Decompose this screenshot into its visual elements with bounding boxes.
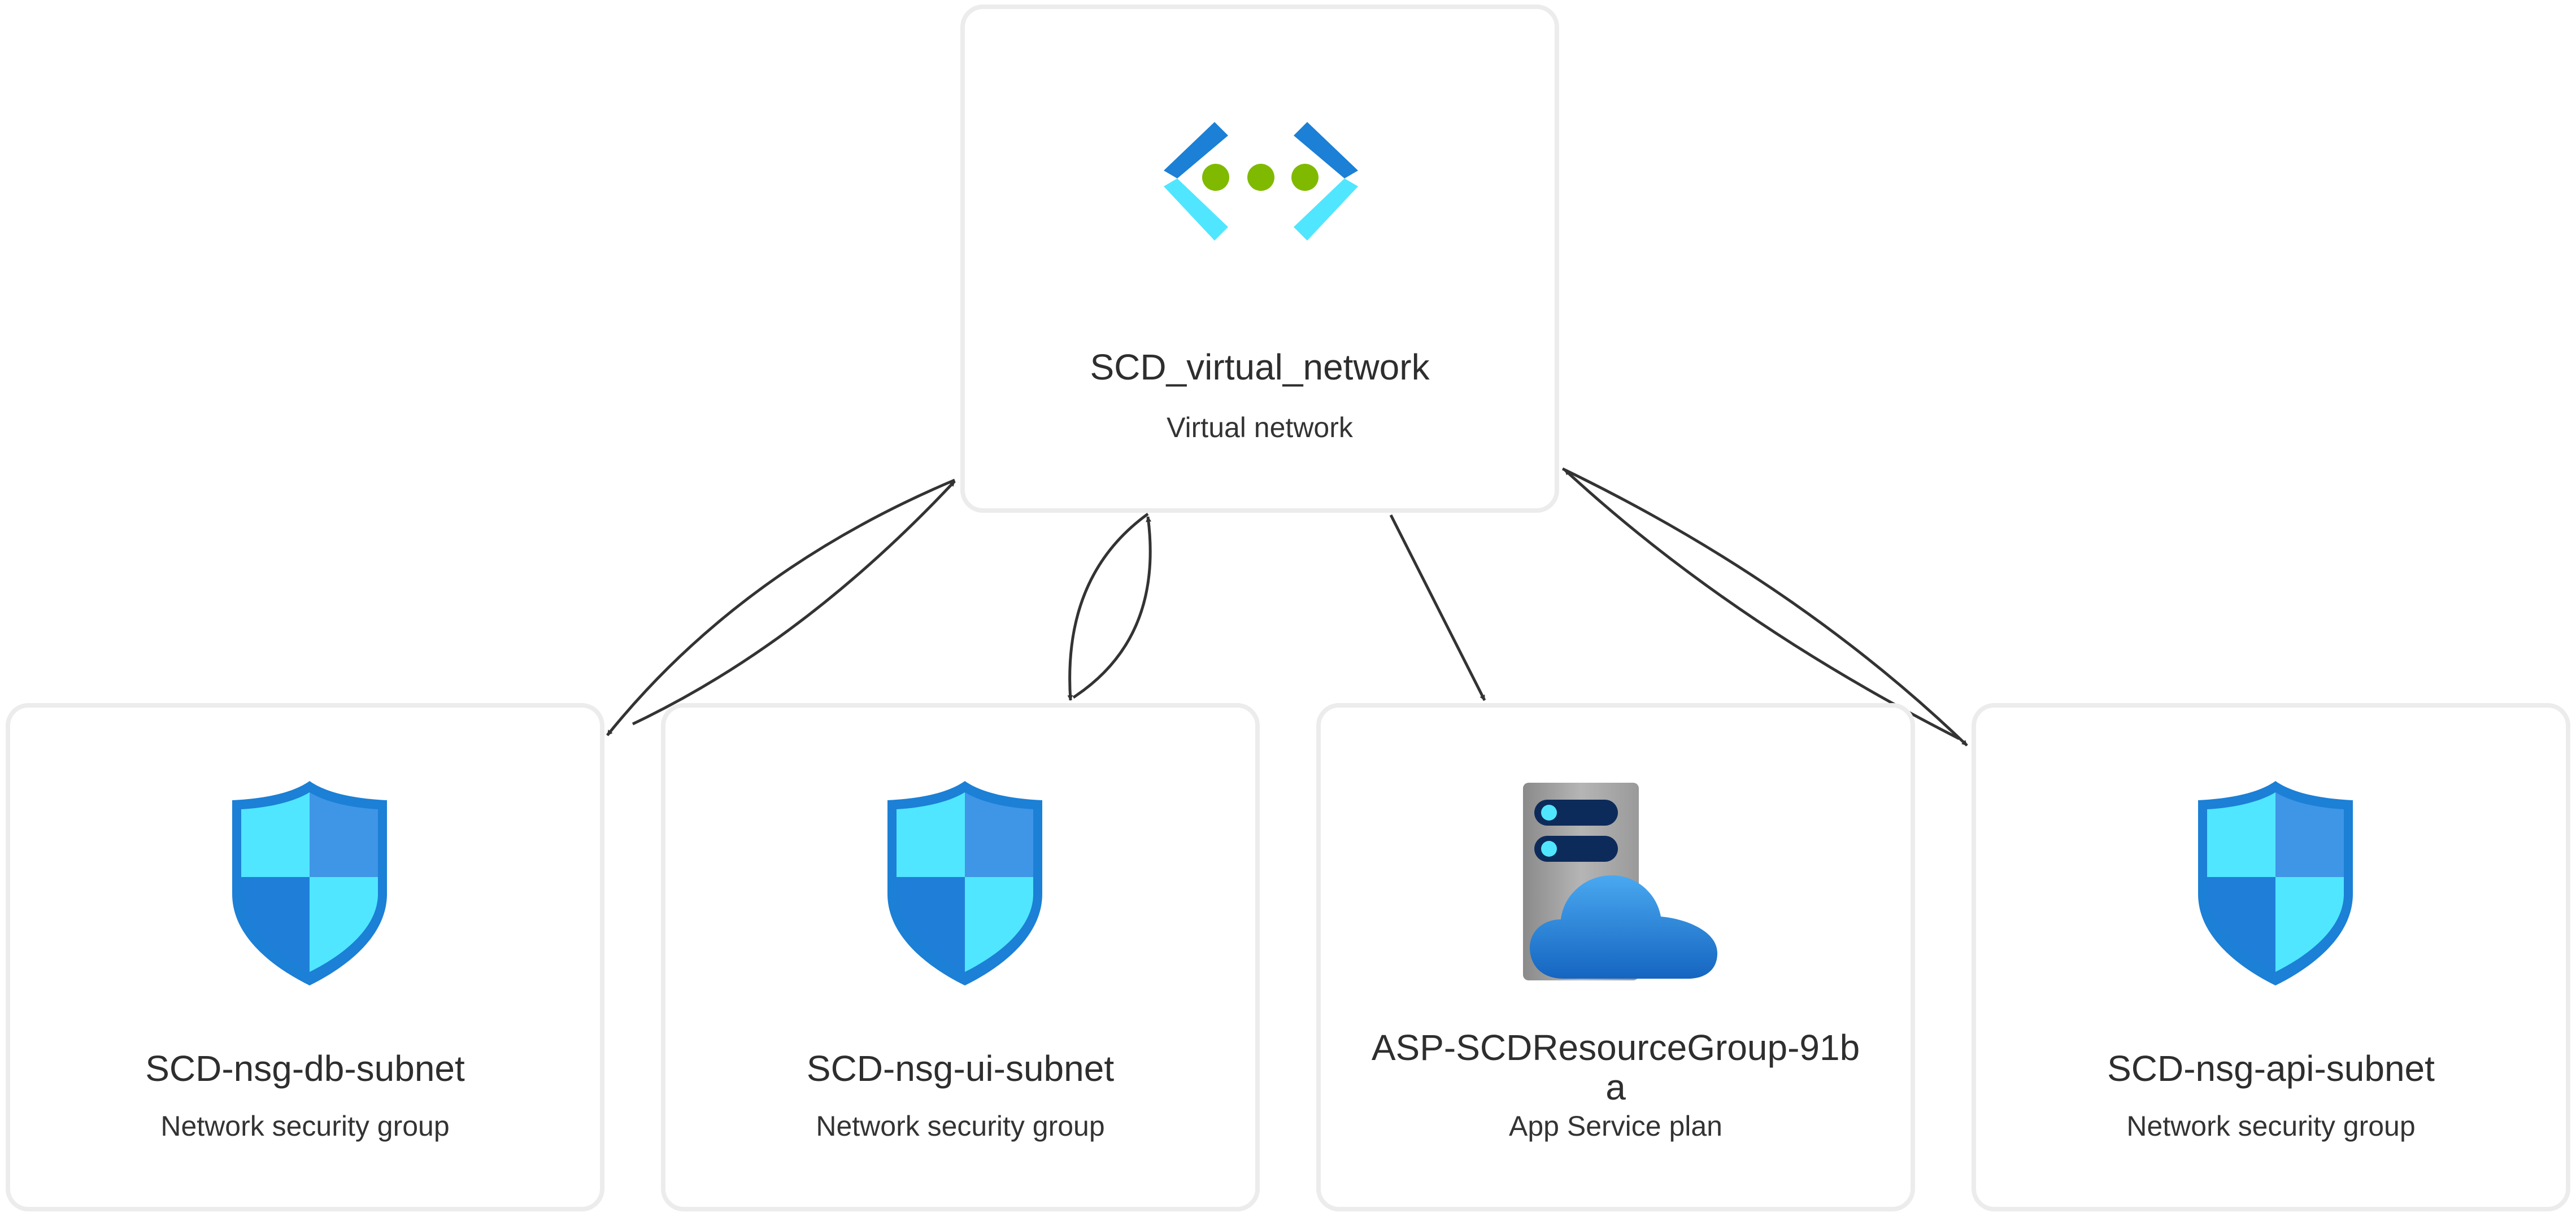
edge-vnet-ui <box>1067 512 1152 701</box>
node-name-line2: a <box>1605 1067 1626 1107</box>
edge-vnet-db <box>606 478 956 736</box>
node-type: Virtual network <box>1167 412 1353 443</box>
node-name: SCD-nsg-ui-subnet <box>806 1048 1115 1089</box>
node-nsg-db-subnet[interactable]: SCD-nsg-db-subnet Network security group <box>6 703 604 1211</box>
node-name-line1: ASP-SCDResourceGroup-91b <box>1371 1027 1860 1068</box>
node-name: SCD-nsg-api-subnet <box>2107 1048 2435 1089</box>
edge-vnet-asp <box>1389 514 1486 701</box>
node-type: Network security group <box>2126 1110 2416 1142</box>
node-type: Network security group <box>816 1110 1105 1142</box>
network-security-group-shield-icon <box>2198 781 2353 985</box>
virtual-network-icon <box>1164 122 1358 241</box>
node-nsg-ui-subnet[interactable]: SCD-nsg-ui-subnet Network security group <box>661 703 1260 1211</box>
node-nsg-api-subnet[interactable]: SCD-nsg-api-subnet Network security grou… <box>1972 703 2570 1211</box>
network-security-group-shield-icon <box>887 781 1042 985</box>
app-service-plan-icon <box>1523 783 1717 980</box>
node-name: SCD-nsg-db-subnet <box>145 1048 465 1089</box>
node-type: Network security group <box>160 1110 450 1142</box>
node-type: App Service plan <box>1508 1110 1722 1142</box>
network-security-group-shield-icon <box>232 781 387 985</box>
node-app-service-plan[interactable]: ASP-SCDResourceGroup-91b a App Service p… <box>1316 703 1915 1211</box>
node-name: SCD_virtual_network <box>1090 347 1430 387</box>
node-virtual-network[interactable]: SCD_virtual_network Virtual network <box>960 5 1559 513</box>
